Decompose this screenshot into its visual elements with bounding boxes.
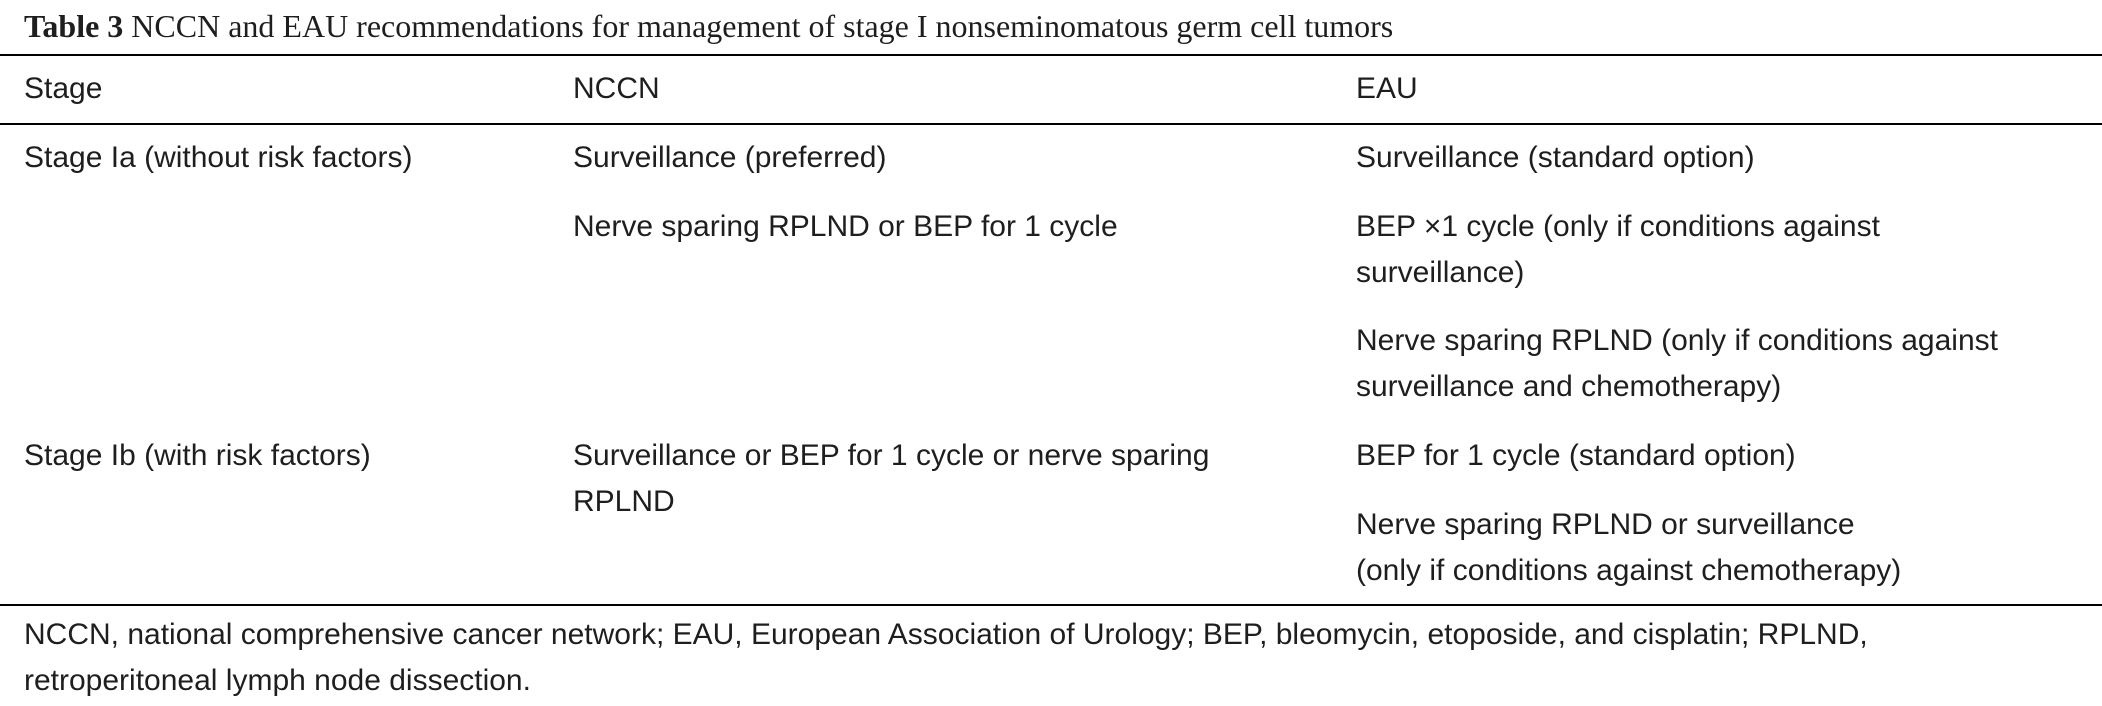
top-rule <box>0 54 2102 56</box>
row-stage-ia-eau-3-line-1: Nerve sparing RPLND (only if conditions … <box>1356 324 1998 357</box>
row-stage-ib-eau-2-line-2: (only if conditions against chemotherapy… <box>1356 554 1902 587</box>
row-stage-ia-eau-3-line-2: surveillance and chemotherapy) <box>1356 370 1782 403</box>
row-stage-ia-eau-2-line-1: BEP ×1 cycle (only if conditions against <box>1356 210 1880 243</box>
header-rule <box>0 123 2102 125</box>
header-eau: EAU <box>1356 72 1418 105</box>
bottom-rule <box>0 604 2102 606</box>
row-stage-ia-eau-2-line-2: surveillance) <box>1356 256 1525 289</box>
row-stage-ia-stage: Stage Ia (without risk factors) <box>24 141 413 174</box>
row-stage-ib-eau-1: BEP for 1 cycle (standard option) <box>1356 439 1796 472</box>
row-stage-ib-nccn-line-2: RPLND <box>573 485 675 518</box>
header-stage: Stage <box>24 72 103 105</box>
table-footnote: NCCN, national comprehensive cancer netw… <box>24 612 2084 704</box>
row-stage-ia-nccn-2: Nerve sparing RPLND or BEP for 1 cycle <box>573 210 1118 243</box>
row-stage-ia-eau-1: Surveillance (standard option) <box>1356 141 1755 174</box>
footnote-line-2: retroperitoneal lymph node dissection. <box>24 664 531 697</box>
row-stage-ia-nccn-1: Surveillance (preferred) <box>573 141 887 174</box>
row-stage-ib-nccn-line-1: Surveillance or BEP for 1 cycle or nerve… <box>573 439 1210 472</box>
header-nccn: NCCN <box>573 72 660 105</box>
footnote-line-1: NCCN, national comprehensive cancer netw… <box>24 618 1868 651</box>
table-number: Table 3 <box>24 8 124 44</box>
table-title: NCCN and EAU recommendations for managem… <box>131 8 1394 44</box>
row-stage-ib-eau-2-line-1: Nerve sparing RPLND or surveillance <box>1356 508 1855 541</box>
row-stage-ib-stage: Stage Ib (with risk factors) <box>24 439 371 472</box>
table-caption: Table 3 NCCN and EAU recommendations for… <box>24 6 1393 46</box>
